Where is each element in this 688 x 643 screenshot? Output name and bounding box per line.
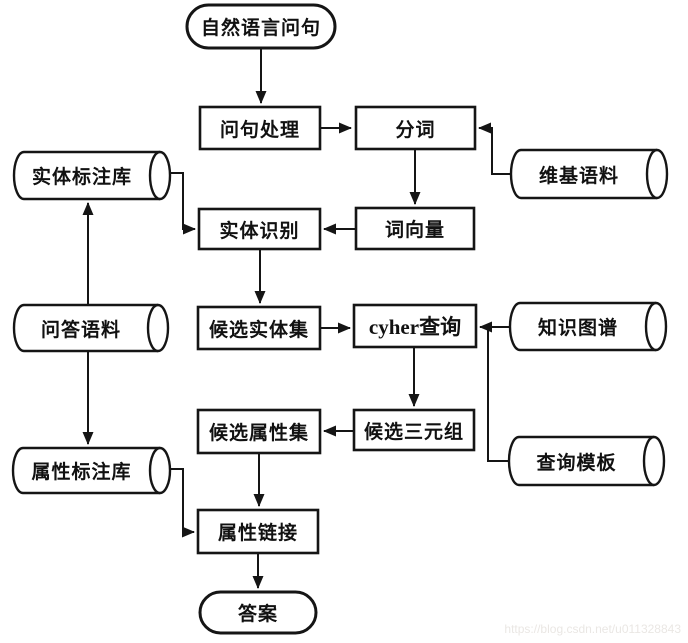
attribute-linking-shape xyxy=(196,508,320,555)
entity-annotation-db-shape xyxy=(12,150,172,201)
question-processing-shape xyxy=(198,105,322,151)
edge-querytemplate-junction xyxy=(487,327,509,462)
knowledge-graph-shape xyxy=(508,301,668,352)
nl-question-shape xyxy=(185,3,337,50)
edge-wikicorpus-wordsegmentation xyxy=(478,122,511,175)
word-segmentation-shape xyxy=(354,105,477,151)
qa-corpus-shape xyxy=(12,303,170,353)
edge-attributeannotation-attributelinking xyxy=(170,468,195,538)
wiki-corpus-shape xyxy=(509,148,669,200)
word-vector-shape xyxy=(354,206,476,251)
attribute-annotation-db-shape xyxy=(11,446,172,495)
cypher-query-shape xyxy=(352,303,478,349)
edge-entityannotation-entityrecognition xyxy=(170,172,196,235)
csdn-watermark: https://blog.csdn.net/u011328843 xyxy=(504,622,681,636)
query-template-shape xyxy=(507,435,666,487)
answer-shape xyxy=(198,590,318,635)
entity-recognition-shape xyxy=(197,207,322,251)
candidate-triples-shape xyxy=(352,408,476,452)
candidate-attribute-set-shape xyxy=(196,408,322,455)
candidate-entity-set-shape xyxy=(196,305,322,351)
